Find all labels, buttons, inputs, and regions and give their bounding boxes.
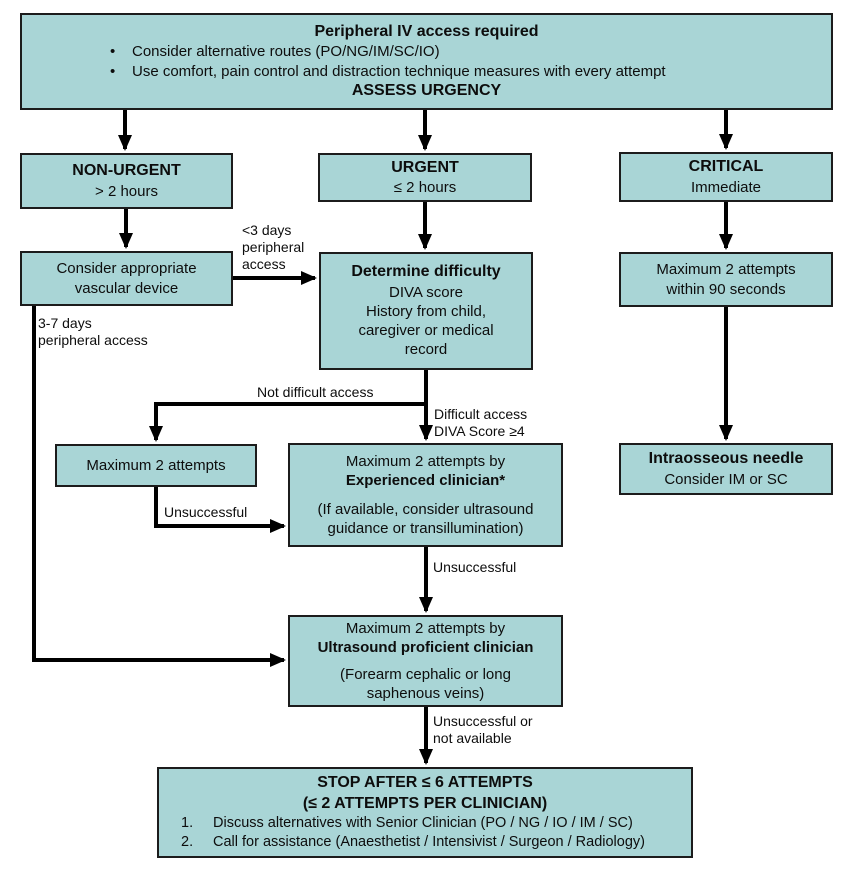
stop-box: STOP AFTER ≤ 6 ATTEMPTS (≤ 2 ATTEMPTS PE… (157, 767, 693, 858)
vascular-device-box: Consider appropriate vascular device (20, 251, 233, 306)
experienced-line1: Maximum 2 attempts by (345, 453, 506, 471)
label-difficult-access-diva: Difficult access DIVA Score ≥4 (434, 406, 528, 439)
bullet-text: Use comfort, pain control and distractio… (132, 62, 666, 80)
critical-box: CRITICAL Immediate (619, 152, 833, 202)
critical-subtitle: Immediate (690, 178, 762, 196)
assess-urgency-label: ASSESS URGENCY (351, 81, 502, 99)
stop-item-1-number: 1. (181, 815, 194, 832)
urgent-subtitle: ≤ 2 hours (393, 179, 457, 197)
top-banner-box: Peripheral IV access required • Consider… (20, 13, 833, 110)
max-attempts-90s-text: Maximum 2 attempts within 90 seconds (656, 261, 796, 298)
label-unsuccessful-1: Unsuccessful (164, 504, 248, 520)
ultrasound-line2: Ultrasound proficient clinician (317, 639, 534, 657)
stop-item-2-number: 2. (181, 833, 194, 850)
experienced-note: (If available, consider ultrasound guida… (317, 500, 534, 537)
intraosseous-subtitle: Consider IM or SC (664, 470, 788, 488)
bullet-item: • Use comfort, pain control and distract… (110, 62, 821, 81)
max-2-attempts-text: Maximum 2 attempts (86, 456, 226, 474)
ultrasound-note: (Forearm cephalic or long saphenous vein… (340, 665, 511, 702)
bullet-text: Consider alternative routes (PO/NG/IM/SC… (132, 43, 440, 61)
experienced-clinician-box: Maximum 2 attempts by Experienced clinic… (288, 443, 563, 547)
ultrasound-clinician-box: Maximum 2 attempts by Ultrasound profici… (288, 615, 563, 707)
label-unsuccessful-2: Unsuccessful (433, 559, 517, 575)
top-banner-bullets: • Consider alternative routes (PO/NG/IM/… (32, 42, 821, 80)
diva-score-line: DIVA score (389, 283, 463, 301)
stop-item-2-text: Call for assistance (Anaesthetist / Inte… (213, 833, 645, 850)
bullet-item: • Consider alternative routes (PO/NG/IM/… (110, 42, 821, 61)
stop-item-1: 1. Discuss alternatives with Senior Clin… (165, 814, 685, 833)
top-banner-title: Peripheral IV access required (314, 22, 539, 40)
stop-title-1: STOP AFTER ≤ 6 ATTEMPTS (317, 774, 533, 792)
ultrasound-line1: Maximum 2 attempts by (345, 620, 506, 638)
stop-item-1-text: Discuss alternatives with Senior Clinici… (213, 815, 633, 832)
label-not-difficult-access: Not difficult access (257, 384, 374, 400)
determine-difficulty-title: Determine difficulty (351, 263, 501, 281)
critical-title: CRITICAL (688, 158, 764, 176)
stop-title-2: (≤ 2 ATTEMPTS PER CLINICIAN) (302, 794, 548, 812)
non-urgent-box: NON-URGENT > 2 hours (20, 153, 233, 209)
label-lt3-days-peripheral-access: <3 days peripheral access (242, 222, 305, 272)
bullet-icon: • (110, 62, 116, 80)
stop-item-2: 2. Call for assistance (Anaesthetist / I… (165, 833, 685, 852)
bullet-icon: • (110, 43, 116, 61)
non-urgent-title: NON-URGENT (72, 162, 181, 180)
vascular-device-text: Consider appropriate vascular device (56, 260, 197, 297)
non-urgent-subtitle: > 2 hours (95, 182, 158, 200)
arrow-determine-to-max2 (149, 402, 426, 442)
experienced-line2: Experienced clinician* (345, 472, 506, 490)
max-attempts-90s-box: Maximum 2 attempts within 90 seconds (619, 252, 833, 307)
urgent-box: URGENT ≤ 2 hours (318, 153, 532, 202)
label-3-7-days-peripheral-access: 3-7 days peripheral access (38, 315, 148, 348)
history-line: History from child, caregiver or medical… (358, 303, 494, 359)
intraosseous-title: Intraosseous needle (648, 450, 804, 468)
label-unsuccessful-not-available: Unsuccessful or not available (433, 713, 533, 746)
max-2-attempts-box: Maximum 2 attempts (55, 444, 257, 487)
intraosseous-box: Intraosseous needle Consider IM or SC (619, 443, 833, 495)
determine-difficulty-box: Determine difficulty DIVA score History … (319, 252, 533, 370)
urgent-title: URGENT (391, 158, 459, 176)
